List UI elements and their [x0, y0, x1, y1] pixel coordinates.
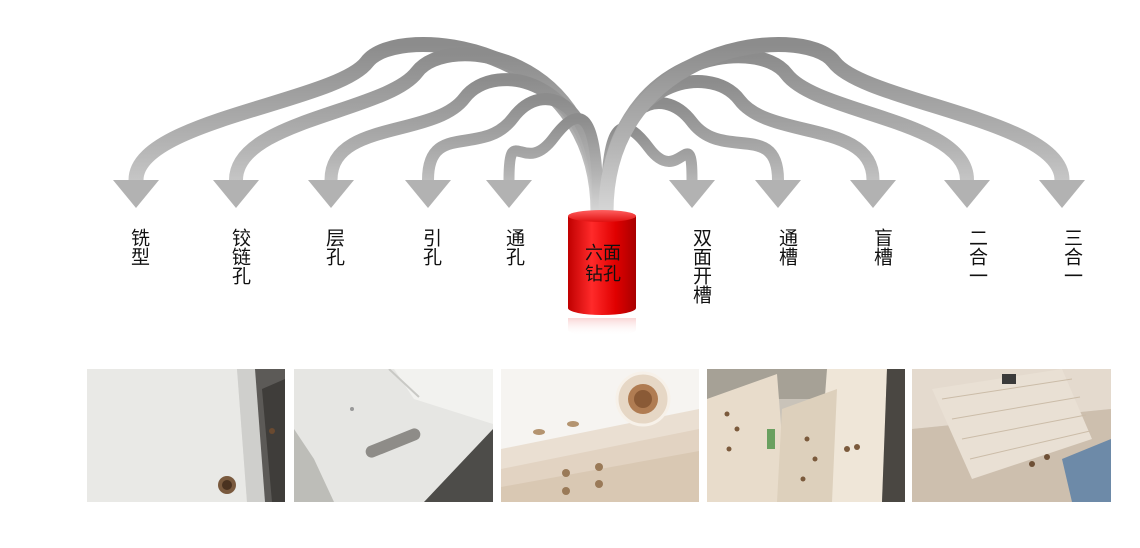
- photo-stacked-boards: [707, 369, 905, 502]
- arrow-left-5-head: [486, 180, 532, 208]
- label-milling: 铣型: [128, 228, 150, 266]
- photo-white-panel-hole: [87, 369, 285, 502]
- arrow-right-5-head: [1039, 180, 1085, 208]
- label-double-slot: 双面开槽: [690, 228, 712, 304]
- label-pilot-hole: 引孔: [420, 228, 442, 266]
- arrow-left-4-shaft: [422, 93, 604, 213]
- arrow-left-5-shaft: [503, 113, 604, 213]
- arrow-right-3-head: [850, 180, 896, 208]
- center-label-line1: 六面: [585, 243, 621, 264]
- label-hinge-hole: 铰链孔: [229, 228, 251, 285]
- arrow-left-3-head: [308, 180, 354, 208]
- arrow-left-4-head: [405, 180, 451, 208]
- label-two-in-one: 二合一: [966, 228, 988, 285]
- label-layer-hole: 层孔: [323, 228, 345, 266]
- label-blind-slot: 盲槽: [871, 228, 893, 266]
- center-cylinder: [568, 210, 636, 336]
- arrow-left-1-head: [113, 180, 159, 208]
- center-label-line2: 钻孔: [585, 264, 621, 285]
- label-three-in-one: 三合一: [1061, 228, 1083, 285]
- photo-drilled-edge: [501, 369, 699, 502]
- label-through-hole: 通孔: [503, 228, 525, 266]
- arrows-group: [113, 37, 1085, 213]
- arrow-right-2-head: [755, 180, 801, 208]
- arrow-left-2-head: [213, 180, 259, 208]
- photo-woodgrain-panels: [912, 369, 1111, 502]
- photo-panel-slot: [294, 369, 493, 502]
- arrow-right-5-shaft: [598, 37, 1070, 213]
- label-through-slot: 通槽: [776, 228, 798, 266]
- arrow-right-4-head: [944, 180, 990, 208]
- center-label: 六面 钻孔: [570, 243, 636, 285]
- arrow-right-1-head: [669, 180, 715, 208]
